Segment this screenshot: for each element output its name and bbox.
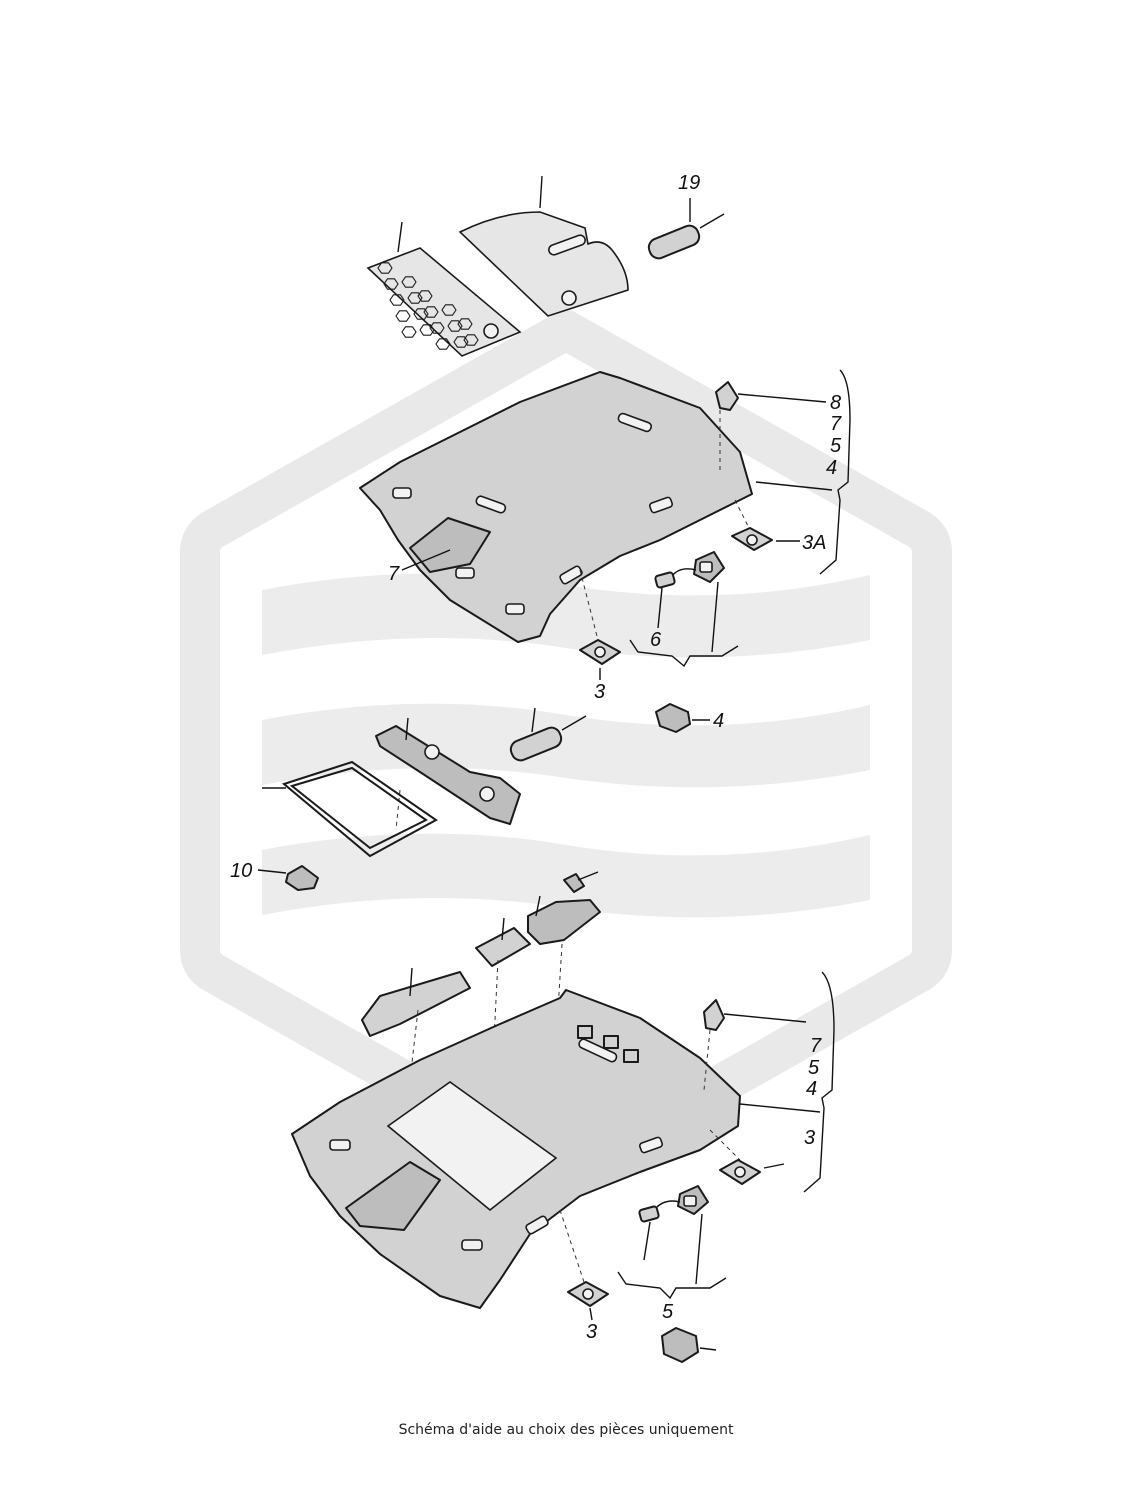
leader-8 xyxy=(737,393,827,403)
leader-tube-middle xyxy=(531,707,536,733)
plug-lower xyxy=(661,1327,699,1363)
dash-lower-3b xyxy=(709,1129,741,1161)
hex-cell xyxy=(423,306,439,318)
dash-lower-3 xyxy=(557,943,563,1011)
hex-cell xyxy=(413,308,429,320)
hex-cell xyxy=(453,336,469,348)
plug-4 xyxy=(655,703,691,733)
hex-cell xyxy=(417,290,433,302)
label-3c: 3 xyxy=(586,1321,597,1343)
leader-connector xyxy=(577,871,599,881)
leader-6a xyxy=(657,587,663,629)
label-3b: 3 xyxy=(804,1127,815,1149)
hex-cell xyxy=(401,276,417,288)
bracket-bottom-right xyxy=(803,971,835,1193)
hex-cell xyxy=(389,294,405,306)
leader-mat-right xyxy=(539,175,543,209)
leader-bracket-long xyxy=(409,967,413,997)
label-5a: 5 xyxy=(830,435,842,457)
label-3a: 3 xyxy=(594,681,605,703)
leader-mat-left xyxy=(397,221,403,253)
leader-5a xyxy=(643,1221,651,1261)
headliner-bottom xyxy=(291,989,741,1309)
hex-cell xyxy=(401,326,417,338)
leader-6b xyxy=(711,581,719,653)
hex-cell xyxy=(407,292,423,304)
hex-cell xyxy=(419,324,435,336)
leader-4c xyxy=(739,1103,821,1113)
leader-4a xyxy=(755,481,833,491)
label-4b: 4 xyxy=(713,710,724,732)
caption: Schéma d'aide au choix des pièces unique… xyxy=(398,1422,734,1438)
label-6: 6 xyxy=(650,629,662,651)
adhesive-tube-19 xyxy=(647,213,725,260)
leader-plug-lower xyxy=(699,1347,717,1351)
label-3A: 3A xyxy=(802,532,826,554)
connector-small xyxy=(563,873,585,893)
leader-5b xyxy=(695,1213,703,1285)
dash-sunroof xyxy=(395,789,401,831)
hex-cell xyxy=(457,318,473,330)
bracket-long xyxy=(361,971,471,1037)
hex-cell xyxy=(395,310,411,322)
label-10: 10 xyxy=(230,860,252,882)
hex-cell xyxy=(441,304,457,316)
hex-cell xyxy=(377,262,393,274)
bracket-top-right xyxy=(819,369,851,575)
hex-cell xyxy=(463,334,479,346)
label-5b: 5 xyxy=(808,1057,820,1079)
bracket-mid xyxy=(475,927,531,967)
label-4a: 4 xyxy=(826,457,837,479)
leader-3c xyxy=(589,1307,593,1321)
label-7a: 7 xyxy=(830,413,842,435)
leader-sunroof-mat xyxy=(405,717,409,741)
light-assembly-5 xyxy=(638,1185,709,1223)
leader-7b xyxy=(401,549,451,571)
label-7b: 7 xyxy=(388,563,400,585)
label-4c: 4 xyxy=(806,1078,817,1100)
clip-10 xyxy=(285,865,319,891)
clip-8 xyxy=(715,381,739,411)
dash-lower-clip xyxy=(703,1029,711,1091)
bracket-5 xyxy=(617,1271,727,1300)
sunroof-reinforcement xyxy=(375,725,521,825)
leader-7c xyxy=(723,1013,807,1023)
clip-lower xyxy=(703,999,725,1031)
leader-10 xyxy=(257,869,287,874)
sunroof-seal-frame xyxy=(281,760,438,858)
dash-top-3a xyxy=(734,499,751,531)
label-8: 8 xyxy=(830,392,841,414)
label-19: 19 xyxy=(678,172,700,194)
bracket-6 xyxy=(629,639,739,668)
hex-cell xyxy=(383,278,399,290)
label-7c: 7 xyxy=(810,1035,822,1057)
hex-cell xyxy=(447,320,463,332)
leader-3-right xyxy=(763,1163,785,1169)
insulation-mat-left xyxy=(366,247,522,357)
hex-cell xyxy=(435,338,451,350)
bracket-upper xyxy=(527,899,601,945)
insulation-mat-right xyxy=(458,211,629,317)
adhesive-tube-middle xyxy=(509,715,587,762)
leader-bracket-upper xyxy=(535,895,541,917)
leader-bracket-mid xyxy=(501,917,505,941)
light-assembly-6 xyxy=(654,551,725,589)
label-5c: 5 xyxy=(662,1301,674,1323)
hex-cell xyxy=(429,322,445,334)
